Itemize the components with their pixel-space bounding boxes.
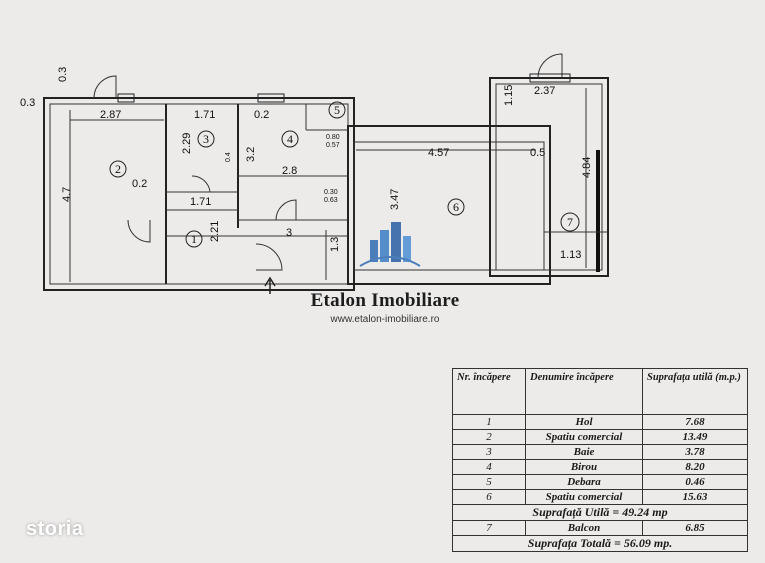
dim-4-84: 4.84 — [581, 157, 593, 178]
dim-0-2-mid: 0.2 — [132, 178, 147, 190]
room-number-7: 7 — [567, 215, 573, 229]
dim-2-21: 2.21 — [209, 221, 221, 242]
usable-total-row: Suprafață Utilă = 49.24 mp — [452, 504, 748, 521]
dim-0-80: 0.80 — [326, 134, 340, 141]
room-number-3: 3 — [203, 132, 209, 146]
table-row: 7 Balcon 6.85 — [452, 520, 748, 536]
dim-3-2: 3.2 — [245, 147, 257, 162]
row-nr: 3 — [452, 444, 526, 460]
row-nr: 2 — [452, 429, 526, 445]
row-name: Baie — [525, 444, 643, 460]
dim-0-57: 0.57 — [326, 142, 340, 149]
walls — [43, 53, 609, 294]
dim-0-4-small: 0.4 — [225, 152, 232, 162]
dim-2-29: 2.29 — [181, 133, 193, 154]
usable-total: Suprafață Utilă = 49.24 mp — [452, 504, 748, 521]
table-row: 4 Birou 8.20 — [452, 459, 748, 475]
row-area: 15.63 — [642, 489, 748, 505]
dim-2-87: 2.87 — [100, 109, 121, 121]
storia-watermark: storia — [26, 518, 84, 540]
brand-block: Etalon Imobiliare www.etalon-imobiliare.… — [270, 290, 500, 325]
row-name: Balcon — [525, 520, 643, 536]
logo-icon — [359, 222, 421, 267]
row-nr: 4 — [452, 459, 526, 475]
row-name: Debara — [525, 474, 643, 490]
dim-1-3: 1.3 — [329, 237, 341, 252]
row-nr: 7 — [452, 520, 526, 536]
row-nr: 1 — [452, 414, 526, 430]
brand-url: www.etalon-imobiliare.ro — [330, 314, 440, 325]
room-number-5: 5 — [334, 103, 340, 117]
row-name: Birou — [525, 459, 643, 475]
dim-3-47: 3.47 — [389, 189, 401, 210]
header-area: Suprafața utilă (m.p.) — [642, 368, 748, 415]
dim-0-3-left: 0.3 — [20, 97, 35, 109]
table-row: 5 Debara 0.46 — [452, 474, 748, 490]
dim-1-71-mid: 1.71 — [190, 196, 211, 208]
table-header-row: Nr. încăpere Denumire încăpere Suprafața… — [452, 368, 748, 415]
grand-total-row: Suprafața Totală = 56.09 mp. — [452, 535, 748, 552]
dim-0-30: 0.30 — [324, 189, 338, 196]
table-row: 1 Hol 7.68 — [452, 414, 748, 430]
row-area: 13.49 — [642, 429, 748, 445]
row-name: Hol — [525, 414, 643, 430]
row-area: 0.46 — [642, 474, 748, 490]
area-table: Nr. încăpere Denumire încăpere Suprafața… — [452, 368, 748, 552]
row-area: 6.85 — [642, 520, 748, 536]
row-name: Spatiu comercial — [525, 489, 643, 505]
dim-1-15: 1.15 — [503, 85, 515, 106]
dim-0-63: 0.63 — [324, 197, 338, 204]
table-row: 2 Spatiu comercial 13.49 — [452, 429, 748, 445]
dim-0-2-top: 0.2 — [254, 109, 269, 121]
dim-0-5: 0.5 — [530, 147, 545, 159]
brand-name: Etalon Imobiliare — [310, 290, 460, 311]
dim-4-57: 4.57 — [428, 147, 449, 159]
dim-1-71-top: 1.71 — [194, 109, 215, 121]
room-number-6: 6 — [453, 200, 459, 214]
row-area: 8.20 — [642, 459, 748, 475]
row-name: Spatiu comercial — [525, 429, 643, 445]
room-number-4: 4 — [287, 132, 293, 146]
header-nr: Nr. încăpere — [452, 368, 526, 415]
dim-4-7: 4.7 — [61, 187, 73, 202]
dim-1-13: 1.13 — [560, 249, 581, 261]
row-area: 7.68 — [642, 414, 748, 430]
header-name: Denumire încăpere — [525, 368, 643, 415]
dim-3: 3 — [286, 227, 292, 239]
dim-2-8: 2.8 — [282, 165, 297, 177]
room-number-2: 2 — [115, 162, 121, 176]
row-area: 3.78 — [642, 444, 748, 460]
dim-0-3-top: 0.3 — [57, 67, 69, 82]
grand-total: Suprafața Totală = 56.09 mp. — [452, 535, 748, 552]
table-row: 3 Baie 3.78 — [452, 444, 748, 460]
row-nr: 6 — [452, 489, 526, 505]
table-row: 6 Spatiu comercial 15.63 — [452, 489, 748, 505]
room-number-1: 1 — [191, 232, 197, 246]
dim-2-37: 2.37 — [534, 85, 555, 97]
row-nr: 5 — [452, 474, 526, 490]
